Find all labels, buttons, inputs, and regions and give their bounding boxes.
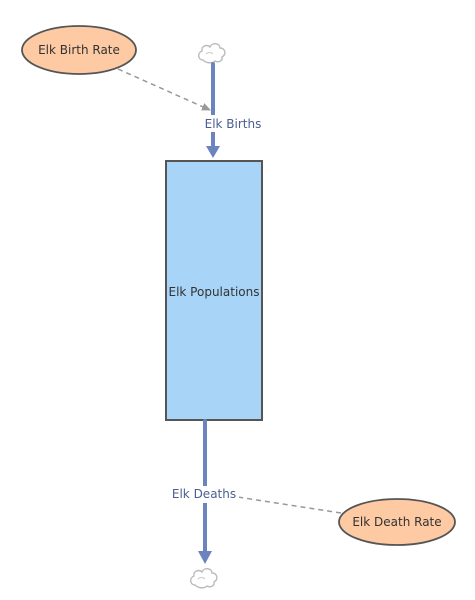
deaths-label-background <box>168 486 239 503</box>
sink-cloud-icon[interactable] <box>190 568 218 589</box>
source-cloud-icon[interactable] <box>198 43 226 64</box>
birth-rate-link[interactable] <box>117 68 211 111</box>
births-flow[interactable] <box>206 62 220 158</box>
births-label-background <box>198 115 268 132</box>
stock-label: Elk Populations <box>169 285 260 299</box>
elk-birth-rate-variable[interactable] <box>21 25 137 75</box>
elk-death-rate-variable[interactable] <box>338 498 456 546</box>
births-flow-arrowhead <box>206 146 220 158</box>
deaths-flow-label: Elk Deaths <box>172 487 236 501</box>
elk-populations-stock[interactable] <box>165 160 263 421</box>
births-flow-label: Elk Births <box>205 117 262 131</box>
birth-rate-label: Elk Birth Rate <box>38 43 120 57</box>
deaths-flow-arrowhead <box>198 551 212 564</box>
death-rate-label: Elk Death Rate <box>352 515 441 529</box>
